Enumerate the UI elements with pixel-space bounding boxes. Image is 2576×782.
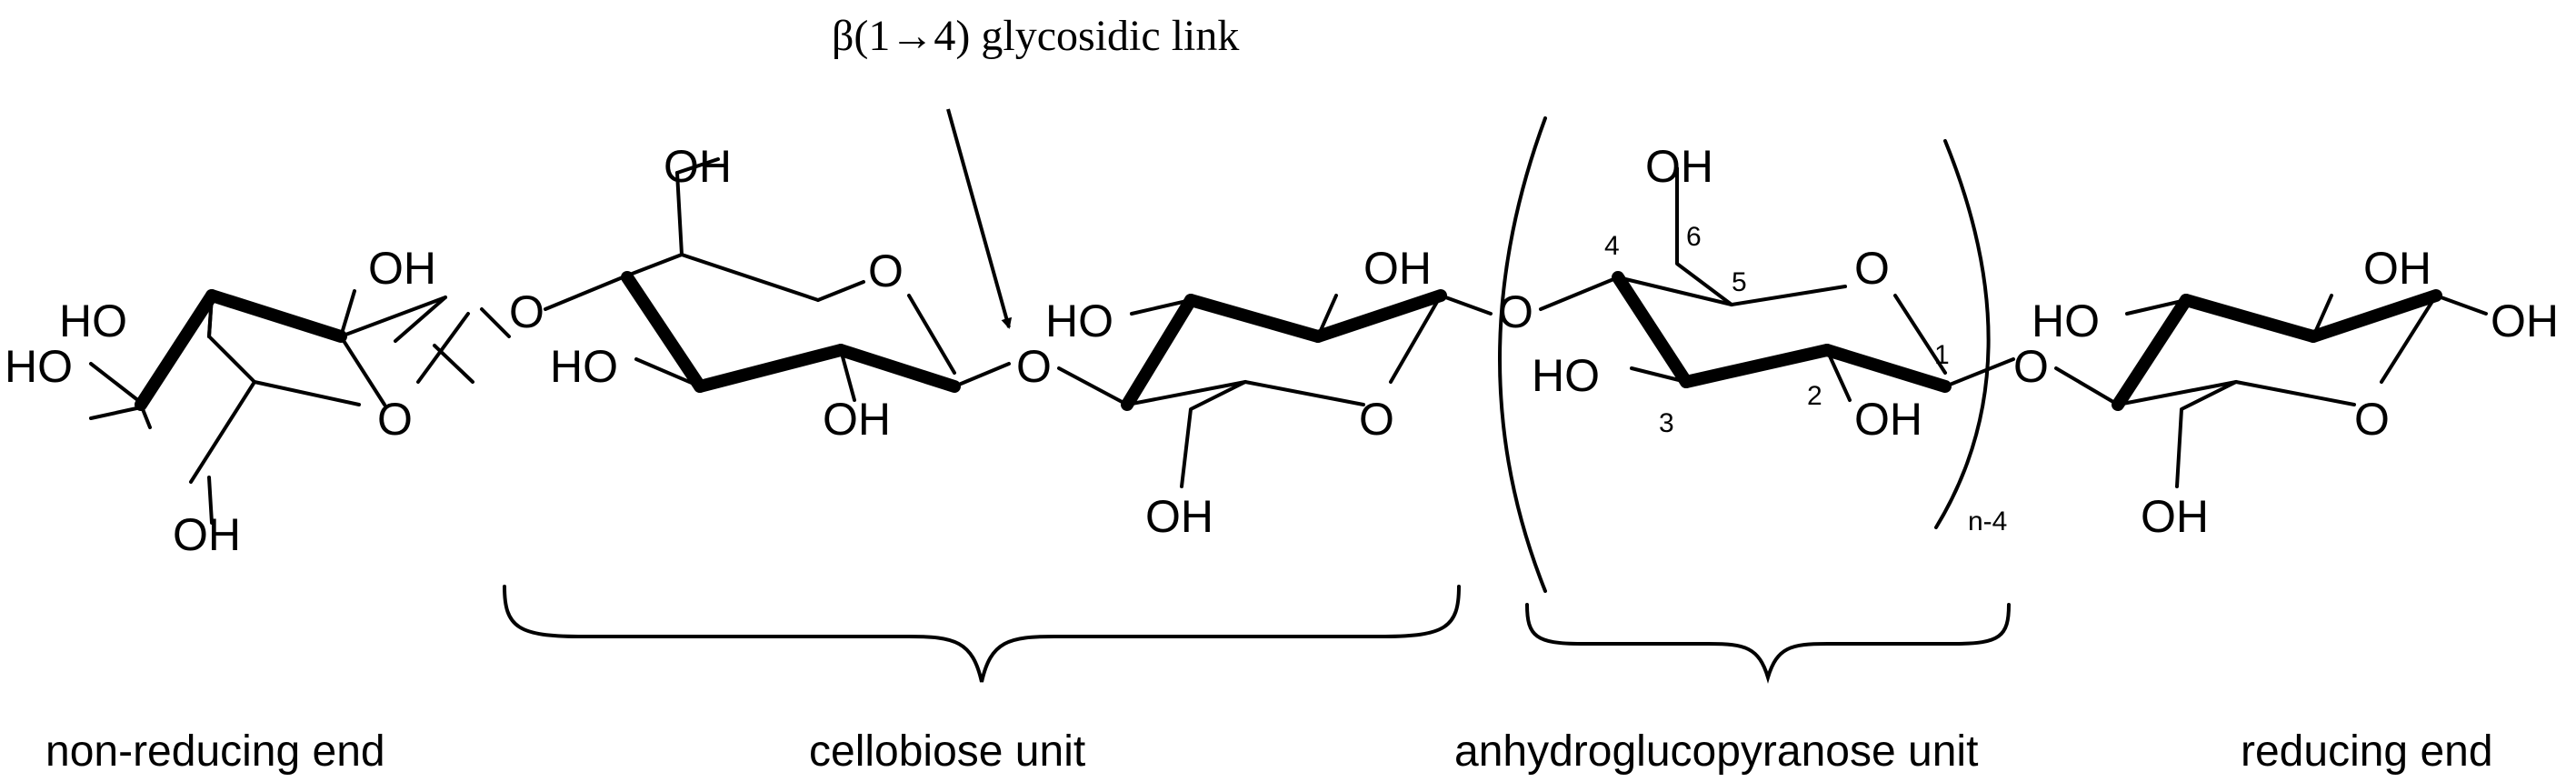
atom-o-link: O <box>2013 341 2049 392</box>
atom-ho: HO <box>5 341 73 392</box>
glycosidic-link-arrow <box>946 108 1013 329</box>
label-cellobiose-unit: cellobiose unit <box>809 727 1085 776</box>
carbon-number-1: 1 <box>1934 340 1950 370</box>
carbon-number-3: 3 <box>1659 408 1674 438</box>
ring-reducing-end <box>2054 289 2488 488</box>
brace-anhydroglucopyranose-unit <box>1525 603 2011 684</box>
atom-oh: OH <box>2491 296 2559 346</box>
atom-o-ring: O <box>1359 394 1394 445</box>
atom-oh: OH <box>2363 243 2431 294</box>
atom-oh: OH <box>173 509 241 560</box>
repeat-bracket-right <box>1934 139 1991 529</box>
ring-cellobiose-2 <box>1057 289 1493 488</box>
atom-oh: OH <box>368 243 436 294</box>
ring-anhydroglucopyranose <box>1539 166 2015 402</box>
atom-oh: OH <box>823 394 891 445</box>
atom-ho: HO <box>1532 350 1600 401</box>
repeat-bracket-left <box>1498 116 1547 593</box>
label-anhydroglucopyranose-unit: anhydroglucopyranose unit <box>1454 727 1978 776</box>
ring-cellobiose-1 <box>544 157 1011 402</box>
atom-oh: OH <box>664 141 732 192</box>
carbon-number-6: 6 <box>1686 222 1702 252</box>
atom-oh: OH <box>1854 394 1922 445</box>
carbon-number-2: 2 <box>1807 381 1822 411</box>
carbon-number-5: 5 <box>1732 267 1747 297</box>
glycosidic-link-label: β(1→4) glycosidic link <box>832 12 1239 60</box>
ring-1-outline <box>207 294 470 406</box>
ring-non-reducing-end <box>89 289 511 525</box>
repeat-count: n-4 <box>1968 506 2007 536</box>
atom-o-link: O <box>1016 341 1052 392</box>
atom-ho: HO <box>59 296 127 346</box>
carbon-number-4: 4 <box>1604 231 1620 261</box>
atom-oh: OH <box>1363 243 1432 294</box>
atom-o-ring: O <box>868 246 904 296</box>
atom-ho: HO <box>1045 296 1113 346</box>
label-reducing-end: reducing end <box>2241 727 2493 776</box>
atom-oh: OH <box>1145 491 1213 542</box>
atom-o-ring: O <box>1854 243 1890 294</box>
atom-ho: HO <box>2032 296 2100 346</box>
atom-o-link: O <box>509 286 544 337</box>
brace-cellobiose-unit <box>503 585 1461 683</box>
atom-oh: OH <box>1645 141 1713 192</box>
atom-o-ring: O <box>2354 394 2390 445</box>
label-non-reducing-end: non-reducing end <box>45 727 385 776</box>
atom-oh: OH <box>2141 491 2209 542</box>
atom-ho: HO <box>550 341 618 392</box>
